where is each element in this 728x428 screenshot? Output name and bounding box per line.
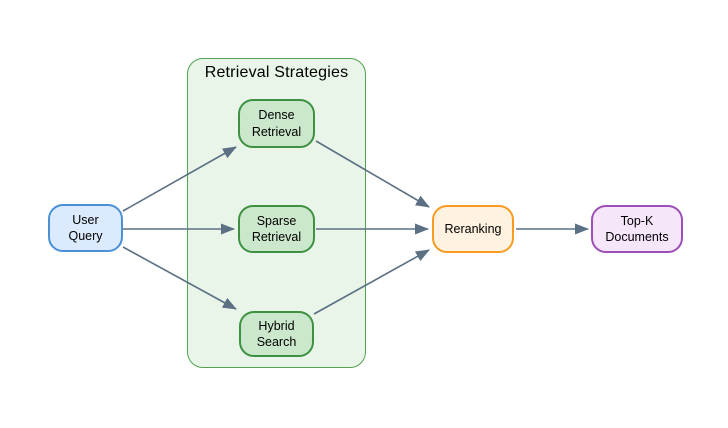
node-label: Hybrid Search	[256, 318, 297, 349]
node-hybrid-search[interactable]: Hybrid Search	[239, 311, 314, 357]
node-sparse-retrieval[interactable]: Sparse Retrieval	[238, 205, 315, 253]
node-top-k-documents[interactable]: Top-K Documents	[591, 205, 683, 253]
node-label: Dense Retrieval	[251, 108, 302, 139]
node-label: Top-K Documents	[605, 213, 669, 244]
node-reranking[interactable]: Reranking	[432, 205, 514, 253]
node-label: Sparse Retrieval	[251, 213, 302, 244]
node-user-query[interactable]: User Query	[48, 204, 123, 252]
node-dense-retrieval[interactable]: Dense Retrieval	[238, 99, 315, 148]
node-label: Reranking	[444, 221, 502, 236]
group-title: Retrieval Strategies	[204, 64, 349, 81]
node-label: User Query	[68, 212, 103, 243]
